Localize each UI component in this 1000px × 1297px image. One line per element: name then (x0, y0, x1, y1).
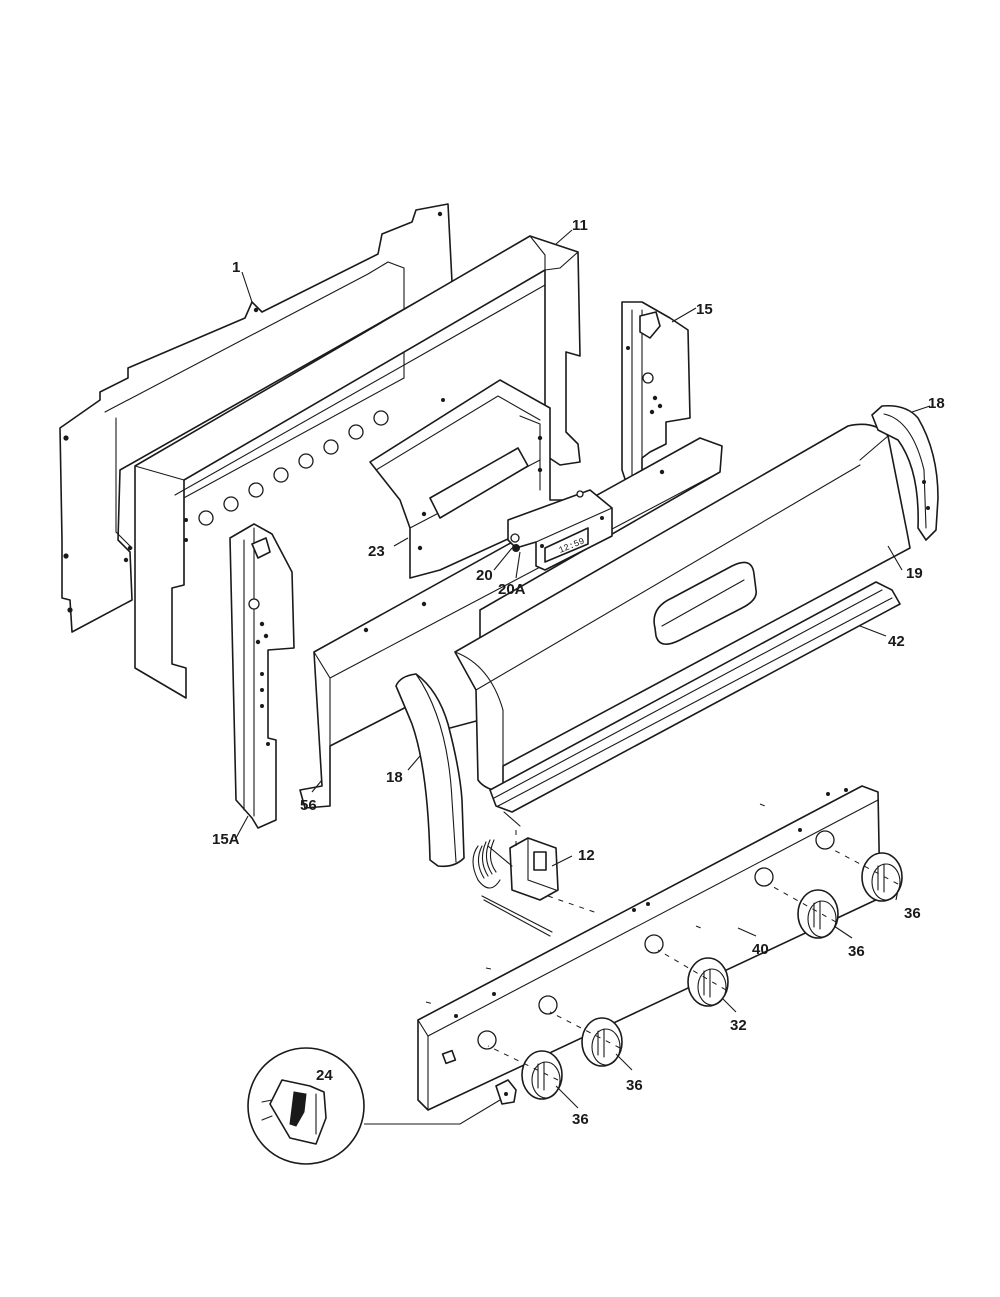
callout-32: 32 (730, 1017, 747, 1034)
callout-36-right: 36 (848, 943, 865, 960)
callout-15: 15 (696, 301, 713, 318)
main-control-panel-part-19 (454, 423, 911, 793)
thermostat-part-12 (472, 837, 559, 937)
clock-control-part-20: 12:59 (507, 489, 613, 571)
callout-12: 12 (578, 847, 595, 864)
control-backplate-part-40 (417, 785, 881, 1111)
callout-11: 11 (572, 217, 588, 234)
callout-24: 24 (316, 1067, 333, 1084)
callout-40: 40 (752, 941, 769, 958)
callout-36-mid: 36 (626, 1077, 643, 1094)
switch-detail-inset (247, 1047, 365, 1165)
trim-strip-part-42 (489, 581, 901, 827)
leader-lines (235, 229, 931, 1125)
oven-knob-part-32 (687, 957, 729, 1007)
burner-knob-part-36-mid (581, 1017, 623, 1067)
left-bracket-part-15a (229, 523, 295, 829)
alignment-lines (425, 803, 899, 1081)
callout-36-far-right: 36 (904, 905, 921, 922)
switch-part-24 (495, 1079, 517, 1105)
callout-15a: 15A (212, 831, 240, 848)
callout-19: 19 (906, 565, 923, 582)
callout-56: 56 (300, 797, 317, 814)
callout-20: 20 (476, 567, 493, 584)
callout-42: 42 (888, 633, 905, 650)
callout-23: 23 (368, 543, 385, 560)
callout-36-front: 36 (572, 1111, 589, 1128)
callout-18-left: 18 (386, 769, 403, 786)
burner-knob-part-36-far-right (861, 852, 903, 902)
callout-1: 1 (232, 259, 240, 276)
callout-labels: 1 11 15 18 19 42 23 20 20A 56 18 15A 12 … (212, 217, 945, 1128)
burner-knob-part-36-front (521, 1050, 563, 1100)
rear-panel-part-1 (59, 203, 453, 633)
burner-knob-part-36-right (797, 889, 839, 939)
callout-18-right: 18 (928, 395, 945, 412)
callout-20a: 20A (498, 581, 526, 598)
right-end-cap-part-18 (871, 404, 939, 541)
left-end-cap-part-18 (395, 673, 465, 868)
